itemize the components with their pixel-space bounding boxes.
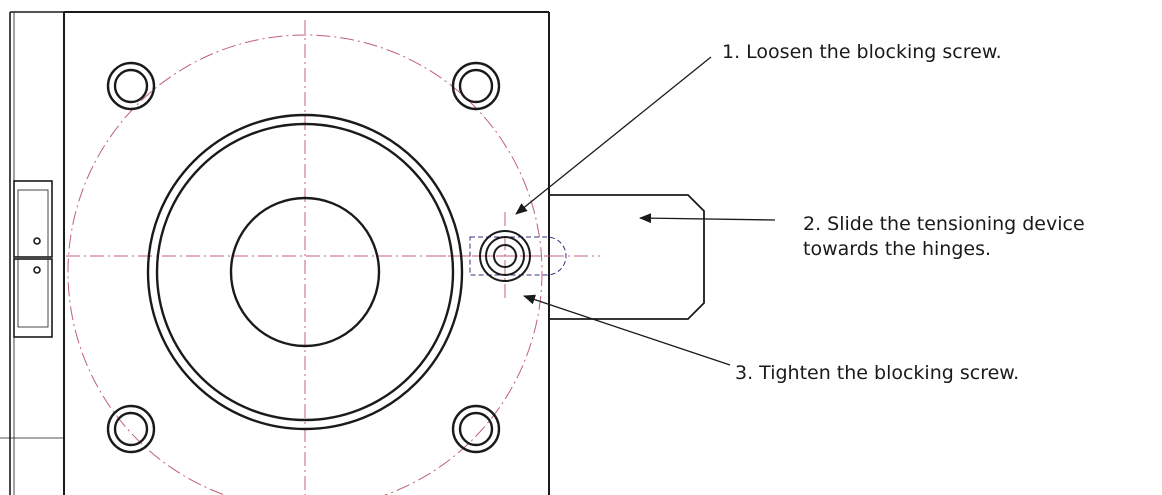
tensioning-device: [549, 194, 705, 320]
callout-slide-device: 2. Slide the tensioning device towards t…: [803, 212, 1085, 262]
callout-step2-line1: 2. Slide the tensioning device: [803, 213, 1085, 235]
bearing-rings: [146, 113, 464, 431]
hinge-lower: [13, 258, 53, 338]
callout-tighten-screw: 3. Tighten the blocking screw.: [735, 361, 1019, 386]
hinge-upper: [13, 180, 53, 258]
callout-step1-text: 1. Loosen the blocking screw.: [722, 41, 1002, 63]
arrow-step3: [523, 294, 731, 366]
main-plate: [63, 11, 550, 495]
bolt-hole-bottom-right: [451, 404, 501, 454]
arrow-step1: [515, 56, 712, 215]
hinge-strip: [0, 11, 65, 495]
bolt-hole-bottom-left: [106, 404, 156, 454]
bolt-hole-top-left: [106, 61, 156, 111]
bolt-hole-top-right: [451, 61, 501, 111]
callout-step3-text: 3. Tighten the blocking screw.: [735, 362, 1020, 384]
leader-arrows: [515, 56, 776, 366]
callout-loosen-screw: 1. Loosen the blocking screw.: [722, 40, 1002, 65]
screw-slot: [469, 236, 567, 276]
arrow-step2: [639, 213, 776, 224]
blocking-screw: [479, 230, 531, 282]
callout-step2-line2: towards the hinges.: [803, 238, 992, 260]
